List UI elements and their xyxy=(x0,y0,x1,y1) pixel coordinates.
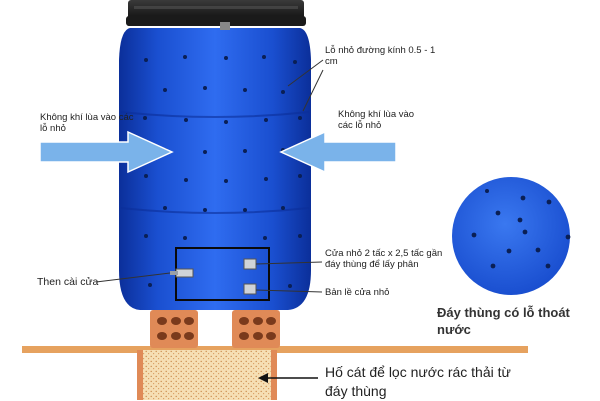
sand-pit-label: Hố cát để lọc nước rác thải từ đáy thùng xyxy=(325,364,511,399)
barrel-bottom-view xyxy=(452,177,571,295)
right-arrow-icon xyxy=(39,130,174,174)
barrel xyxy=(119,28,311,310)
barrel-bottom-label: Đáy thùng có lỗ thoát nước xyxy=(437,305,570,337)
hole-diameter-label: Lỗ nhỏ đường kính 0.5 - 1 cm xyxy=(325,45,436,67)
door-hinge-label: Bản lề cửa nhỏ xyxy=(325,287,390,298)
brick-left xyxy=(150,310,198,348)
left-arrow-icon xyxy=(258,373,318,383)
leader-lines xyxy=(95,59,324,293)
door-latch xyxy=(170,268,194,278)
door-latch-label: Then cài cửa xyxy=(37,276,99,288)
barrel-lid xyxy=(126,0,306,30)
brick-right xyxy=(232,310,280,348)
air-inflow-left-label: Không khí lùa vào các lỗ nhỏ xyxy=(40,112,134,134)
small-door-label: Cửa nhỏ 2 tấc x 2,5 tấc gần đáy thùng để… xyxy=(325,248,443,270)
ground-line xyxy=(22,346,528,353)
barrel-holes xyxy=(143,55,302,288)
sand-pit xyxy=(137,350,277,400)
air-inflow-right-label: Không khí lùa vào các lỗ nhỏ xyxy=(338,109,415,131)
left-arrow-icon xyxy=(279,130,397,174)
